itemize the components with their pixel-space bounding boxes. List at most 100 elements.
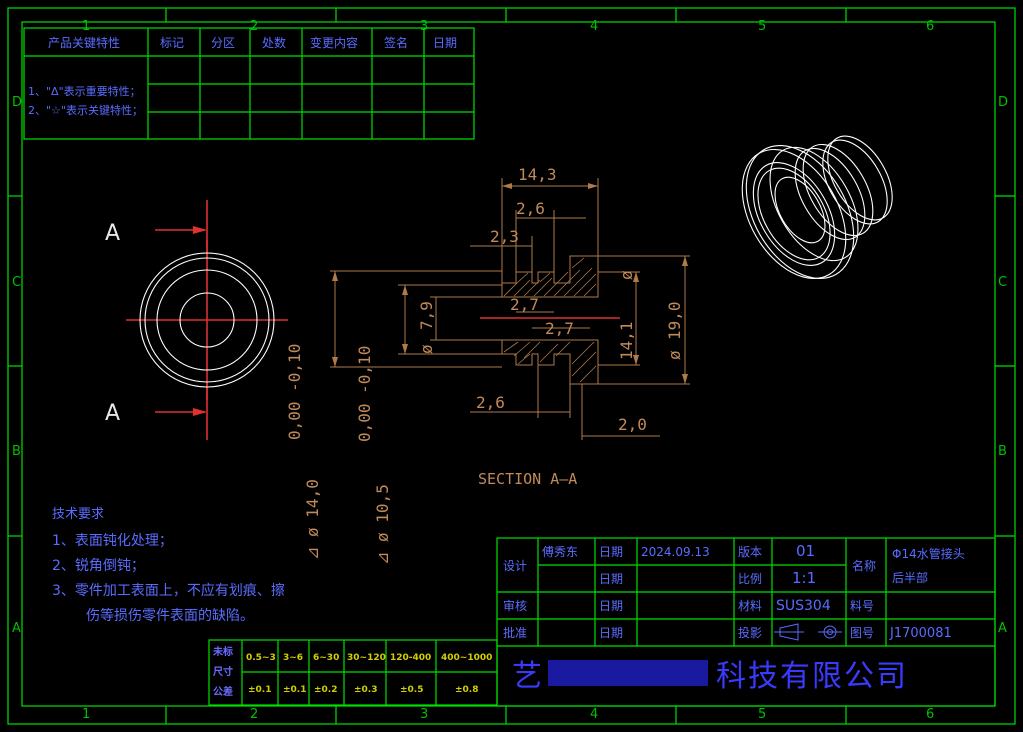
tol-label-top: 未标 <box>212 645 233 658</box>
dim-2-7-b: 2,7 <box>545 319 574 338</box>
section-label-a-top: A <box>105 221 120 246</box>
zone-left-d: D <box>12 95 22 110</box>
tech-requirements: 技术要求 1、表面钝化处理； 2、锐角倒钝； 3、零件加工表面上，不应有划痕、擦… <box>52 507 285 624</box>
tol-value-6: ±0.8 <box>455 685 478 695</box>
rev-header-date: 日期 <box>433 36 457 50</box>
isometric-view <box>741 135 893 280</box>
dim-2-6-bottom: 2,6 <box>476 393 505 412</box>
projection-symbol-icon <box>774 623 842 641</box>
zone-top-1: 1 <box>82 19 90 34</box>
tech-title: 技术要求 <box>52 507 104 522</box>
zone-right-b: B <box>998 444 1007 459</box>
tolerance-table <box>208 639 498 706</box>
dim-2-7-a: 2,7 <box>510 295 539 314</box>
tol-range-6: 400~1000 <box>441 653 492 663</box>
dim-phi-7-9: ø <box>417 344 436 354</box>
tb-part-no-label: 料号 <box>850 599 874 613</box>
section-view: 14,3 2,6 2,3 2,7 2,7 2,6 2,0 7,9 14,1 ø … <box>285 165 690 565</box>
tb-projection-label: 投影 <box>738 625 762 640</box>
tb-design-label: 设计 <box>503 559 527 573</box>
rev-header-count: 处数 <box>262 35 286 50</box>
dim-phi-14-0-tol: 0,00 -0,10 <box>285 344 304 440</box>
rev-note-1: 1、"Δ"表示重要特性； <box>28 84 141 98</box>
dim-phi-14-1: ø <box>617 270 636 280</box>
tb-date-label-4: 日期 <box>599 626 623 640</box>
revision-table <box>23 27 475 140</box>
zone-top-6: 6 <box>926 19 934 34</box>
company-suffix: 科技有限公司 <box>716 659 908 694</box>
section-label-a-bottom: A <box>105 401 120 426</box>
dim-phi-14-0: ⊿ ø 14,0 <box>303 479 322 560</box>
tol-value-5: ±0.5 <box>400 685 423 695</box>
tb-material-label: 材料 <box>738 599 762 613</box>
tol-range-2: 3~6 <box>283 653 303 663</box>
section-title: SECTION A—A <box>478 470 577 488</box>
dim-7-9: 7,9 <box>417 301 436 330</box>
front-view: A A <box>105 200 288 440</box>
zone-bottom-3: 3 <box>420 707 428 722</box>
zone-left-a: A <box>12 621 21 636</box>
tb-drawing-no-label: 图号 <box>850 626 874 640</box>
rev-header-sign: 签名 <box>384 35 408 50</box>
tb-check-label: 审核 <box>503 598 527 613</box>
tb-name-label: 名称 <box>852 558 876 573</box>
company-name-redacted <box>548 660 708 686</box>
zone-bottom-4: 4 <box>590 707 598 722</box>
dim-14-3: 14,3 <box>518 165 557 184</box>
tb-scale-label: 比例 <box>738 572 762 586</box>
rev-header-zone: 分区 <box>211 36 235 50</box>
zone-left-c: C <box>12 275 21 290</box>
zone-right-a: A <box>998 621 1007 636</box>
zone-bottom-2: 2 <box>250 707 258 722</box>
dim-phi-10-5-tol: 0,00 -0,10 <box>355 346 374 442</box>
tol-value-3: ±0.2 <box>314 685 337 695</box>
tech-item-3b: 伤等损伤零件表面的缺陷。 <box>86 607 254 624</box>
zone-bottom-5: 5 <box>758 707 766 722</box>
zone-top-3: 3 <box>420 19 428 34</box>
tech-item-1: 1、表面钝化处理； <box>52 533 173 549</box>
dim-14-1: 14,1 <box>617 321 636 360</box>
zone-top-4: 4 <box>590 19 598 34</box>
dim-phi-19-0: ø <box>665 350 684 360</box>
rev-header-feature: 产品关键特性 <box>48 35 120 50</box>
tb-date-label-2: 日期 <box>599 572 623 586</box>
rev-header-mark: 标记 <box>160 36 184 50</box>
zone-top-5: 5 <box>758 19 766 34</box>
zone-bottom-1: 1 <box>82 707 90 722</box>
dim-2-3: 2,3 <box>490 227 519 246</box>
dim-19-0: 19,0 <box>665 301 684 340</box>
zone-right-c: C <box>998 275 1007 290</box>
dim-2-0: 2,0 <box>618 415 647 434</box>
tb-designer: 傅秀东 <box>542 545 578 559</box>
tol-label-mid: 尺寸 <box>213 665 233 678</box>
tb-version-value: 01 <box>796 542 815 560</box>
tb-material-value: SUS304 <box>776 598 831 614</box>
tol-label-bot: 公差 <box>213 685 233 698</box>
tech-item-3: 3、零件加工表面上，不应有划痕、擦 <box>52 582 285 599</box>
tol-value-1: ±0.1 <box>248 685 271 695</box>
zone-right-d: D <box>998 95 1008 110</box>
tol-range-1: 0.5~3 <box>246 653 276 663</box>
company-prefix: 艺 <box>512 659 542 694</box>
zone-bottom-6: 6 <box>926 707 934 722</box>
tech-item-2: 2、锐角倒钝； <box>52 558 145 574</box>
dim-phi-10-5: ⊿ ø 10,5 <box>373 484 392 565</box>
title-block <box>496 537 996 707</box>
tb-part-name-1: Φ14水管接头 <box>892 546 965 561</box>
tol-range-4: 30~120 <box>347 653 386 663</box>
tb-date-label: 日期 <box>599 545 623 559</box>
rev-note-2: 2、"☆"表示关键特性； <box>28 103 143 117</box>
dim-2-6-top: 2,6 <box>516 199 545 218</box>
rev-header-change: 变更内容 <box>310 35 358 50</box>
tb-drawing-no: J1700081 <box>889 626 952 641</box>
tol-range-3: 6~30 <box>313 653 339 663</box>
tb-version-label: 版本 <box>738 545 762 559</box>
tol-value-2: ±0.1 <box>283 685 306 695</box>
zone-left-b: B <box>12 444 21 459</box>
zone-top-2: 2 <box>250 19 258 34</box>
tb-approve-label: 批准 <box>503 625 527 640</box>
tb-scale-value: 1:1 <box>792 569 816 587</box>
tol-value-4: ±0.3 <box>354 685 377 695</box>
tb-date-label-3: 日期 <box>599 599 623 613</box>
